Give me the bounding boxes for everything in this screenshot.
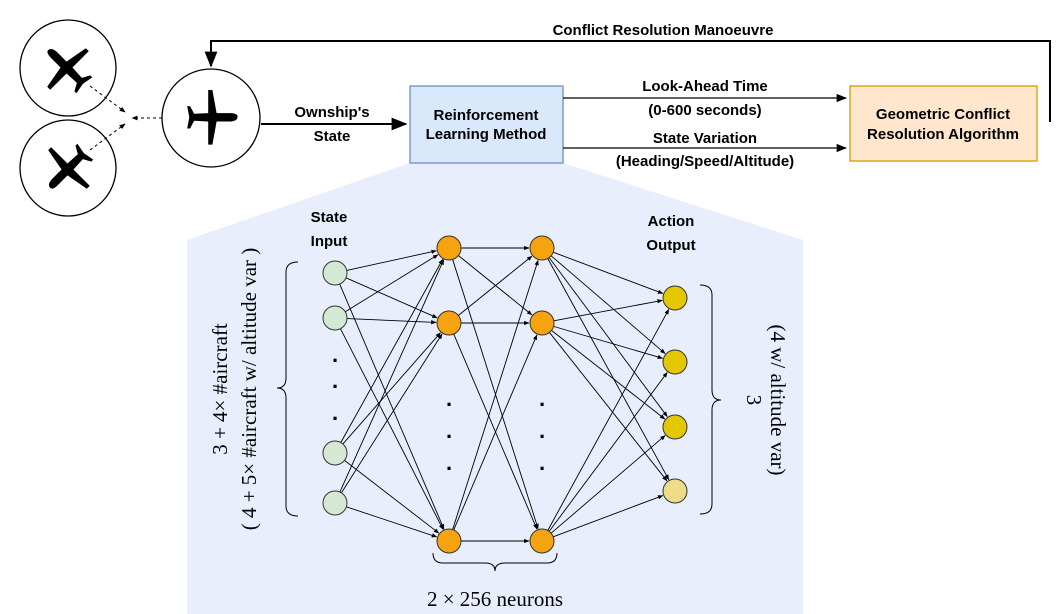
connection-edge bbox=[344, 254, 439, 313]
intruder-aircraft-1 bbox=[19, 19, 117, 117]
lookahead-label-2: (0-600 seconds) bbox=[648, 102, 761, 119]
output-neuron bbox=[662, 285, 688, 311]
input-neuron bbox=[322, 490, 348, 516]
rl-method-box bbox=[409, 85, 564, 164]
conflict-resolution-loop bbox=[204, 40, 1051, 122]
output-brace bbox=[699, 284, 722, 515]
action-output-header-2: Output bbox=[646, 237, 695, 254]
hidden-brace bbox=[432, 552, 558, 572]
hidden1-neuron bbox=[436, 310, 462, 336]
connection-edge bbox=[453, 334, 538, 531]
output-neuron bbox=[662, 414, 688, 440]
connection-edge bbox=[339, 283, 445, 530]
connection-edge bbox=[550, 255, 666, 354]
connection-edge bbox=[345, 277, 438, 319]
connection-edge bbox=[458, 255, 533, 316]
output-dim-line2: (4 w/ altitude var) bbox=[766, 324, 790, 475]
output-dim-line1: 3 bbox=[742, 395, 766, 406]
connection-edge bbox=[340, 328, 444, 530]
output-neuron bbox=[662, 349, 688, 375]
connection-edge bbox=[346, 249, 437, 271]
ownship-aircraft bbox=[161, 68, 261, 168]
neuron-ellipsis: . . . . . . . . . bbox=[332, 342, 545, 475]
geometric-algorithm-line1: Geometric Conflict bbox=[876, 106, 1010, 123]
connection-edge bbox=[452, 259, 539, 530]
svg-text:.: . bbox=[539, 450, 545, 475]
connection-edge bbox=[547, 308, 670, 531]
svg-text:.: . bbox=[332, 368, 338, 393]
svg-text:.: . bbox=[446, 450, 452, 475]
rl-method-line1: Reinforcement bbox=[433, 107, 538, 124]
input-neuron bbox=[322, 440, 348, 466]
connection-edge bbox=[551, 330, 666, 420]
state-variation-label-1: State Variation bbox=[653, 130, 757, 147]
network-connections bbox=[339, 245, 670, 544]
geometric-algorithm-line2: Resolution Algorithm bbox=[867, 126, 1019, 143]
connection-edge bbox=[340, 258, 444, 443]
input-dim-line2: ( 4 + 5× #aircraft w/ altitude var ) bbox=[237, 248, 261, 531]
lookahead-label-1: Look-Ahead Time bbox=[642, 78, 768, 95]
input-neuron bbox=[322, 305, 348, 331]
intruder-aircraft-2 bbox=[19, 119, 117, 217]
geometric-algorithm-box bbox=[849, 85, 1038, 162]
connection-edge bbox=[341, 333, 443, 494]
connection-edge bbox=[553, 251, 664, 294]
connection-edge bbox=[346, 506, 438, 538]
svg-text:.: . bbox=[332, 342, 338, 367]
action-output-header-1: Action bbox=[648, 213, 695, 230]
state-input-header-1: State bbox=[311, 209, 348, 226]
state-variation-label-2: (Heading/Speed/Altitude) bbox=[616, 153, 794, 170]
svg-text:.: . bbox=[539, 418, 545, 443]
sensing-arrows bbox=[89, 85, 162, 151]
state-input-header-2: Input bbox=[311, 233, 348, 250]
input-brace bbox=[276, 261, 299, 517]
connection-edge bbox=[344, 459, 440, 534]
connection-edge bbox=[342, 332, 441, 445]
network-neurons bbox=[322, 235, 688, 554]
svg-text:.: . bbox=[446, 418, 452, 443]
svg-text:.: . bbox=[446, 386, 452, 411]
hidden2-neuron bbox=[529, 528, 555, 554]
connection-edge bbox=[547, 258, 670, 481]
hidden2-neuron bbox=[529, 310, 555, 336]
connection-edge bbox=[553, 495, 664, 538]
hidden-layers-label: 2 × 256 neurons bbox=[427, 587, 563, 611]
svg-text:.: . bbox=[332, 400, 338, 425]
connection-edge bbox=[550, 435, 666, 534]
hidden2-neuron bbox=[529, 235, 555, 261]
output-neuron bbox=[662, 478, 688, 504]
connection-edge bbox=[548, 372, 668, 532]
ownship-state-label-2: State bbox=[314, 128, 351, 145]
svg-text:.: . bbox=[539, 386, 545, 411]
connection-edge bbox=[553, 325, 664, 360]
connection-edge bbox=[553, 299, 663, 322]
connection-edge bbox=[346, 318, 437, 325]
hidden1-neuron bbox=[436, 528, 462, 554]
rl-method-line2: Learning Method bbox=[426, 126, 547, 143]
connection-edge bbox=[548, 257, 668, 417]
conflict-resolution-label: Conflict Resolution Manoeuvre bbox=[553, 22, 774, 39]
input-dim-line1: 3 + 4× #aircraft bbox=[208, 323, 232, 455]
connection-edge bbox=[339, 259, 445, 493]
ownship-state-label-1: Ownship's bbox=[294, 104, 369, 121]
hidden1-neuron bbox=[436, 235, 462, 261]
connection-edge bbox=[549, 332, 668, 482]
connection-edge bbox=[458, 255, 533, 316]
input-neuron bbox=[322, 260, 348, 286]
